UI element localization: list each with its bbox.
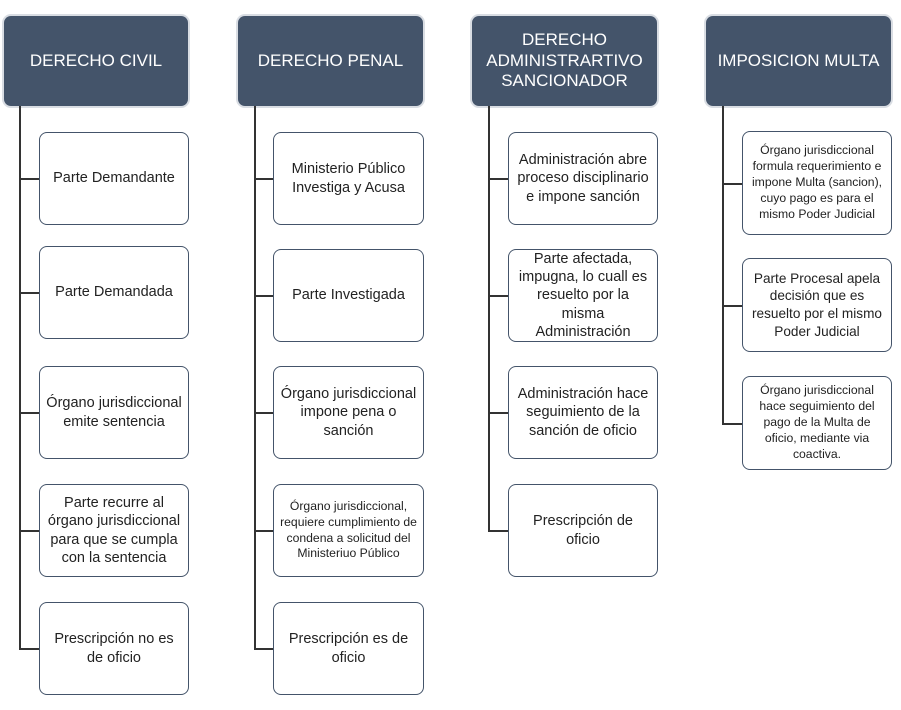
connector-line — [19, 106, 21, 649]
penal-ministerio-publico: Ministerio Público Investiga y Acusa — [273, 132, 424, 225]
header-imposicion-multa: IMPOSICION MULTA — [706, 16, 891, 106]
connector-line — [722, 183, 742, 185]
penal-organo-impone-pena: Órgano jurisdiccional impone pena o sanc… — [273, 366, 424, 459]
admin-prescripcion: Prescripción de oficio — [508, 484, 658, 577]
civil-prescripcion: Prescripción no es de oficio — [39, 602, 189, 695]
connector-line — [488, 412, 508, 414]
connector-line — [254, 106, 256, 649]
header-derecho-administrativo: DERECHO ADMINISTRARTIVO SANCIONADOR — [472, 16, 657, 106]
connector-line — [19, 530, 39, 532]
header-derecho-civil: DERECHO CIVIL — [4, 16, 188, 106]
connector-line — [19, 412, 39, 414]
connector-line — [254, 178, 273, 180]
civil-organo-emite-sentencia: Órgano jurisdiccional emite sentencia — [39, 366, 189, 459]
multa-parte-procesal-apela: Parte Procesal apela decisión que es res… — [742, 258, 892, 352]
multa-organo-formula-requerimiento: Órgano jurisdiccional formula requerimie… — [742, 131, 892, 235]
admin-abre-proceso: Administración abre proceso disciplinari… — [508, 132, 658, 225]
admin-parte-afectada: Parte afectada, impugna, lo cuall es res… — [508, 249, 658, 342]
connector-line — [488, 530, 508, 532]
connector-line — [722, 423, 742, 425]
connector-line — [19, 178, 39, 180]
header-derecho-penal: DERECHO PENAL — [238, 16, 423, 106]
penal-organo-requiere-cumplimiento: Órgano jurisdiccional, requiere cumplimi… — [273, 484, 424, 577]
civil-parte-demandante: Parte Demandante — [39, 132, 189, 225]
connector-line — [488, 106, 490, 531]
connector-line — [722, 106, 724, 424]
multa-organo-seguimiento: Órgano jurisdiccional hace seguimiento d… — [742, 376, 892, 470]
connector-line — [254, 295, 273, 297]
connector-line — [254, 648, 273, 650]
connector-line — [254, 530, 273, 532]
civil-parte-recurre: Parte recurre al órgano jurisdiccional p… — [39, 484, 189, 577]
connector-line — [19, 648, 39, 650]
penal-prescripcion: Prescripción es de oficio — [273, 602, 424, 695]
admin-seguimiento: Administración hace seguimiento de la sa… — [508, 366, 658, 459]
connector-line — [254, 412, 273, 414]
connector-line — [722, 305, 742, 307]
connector-line — [19, 292, 39, 294]
penal-parte-investigada: Parte Investigada — [273, 249, 424, 342]
civil-parte-demandada: Parte Demandada — [39, 246, 189, 339]
connector-line — [488, 295, 508, 297]
connector-line — [488, 178, 508, 180]
